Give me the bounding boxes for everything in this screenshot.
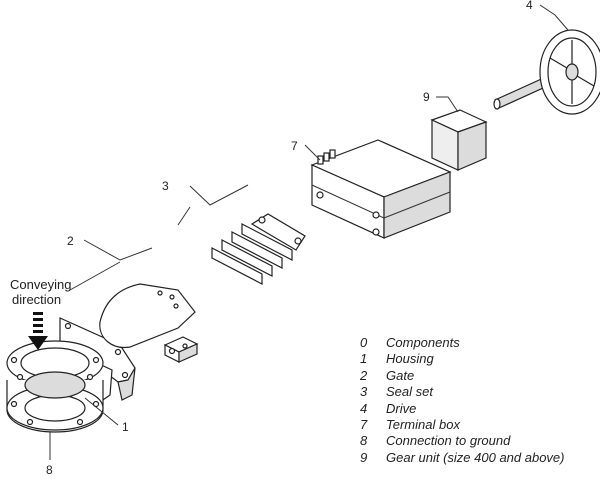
legend-item: 7 Terminal box <box>360 417 565 433</box>
legend-item: 9 Gear unit (size 400 and above) <box>360 450 565 466</box>
drive <box>493 29 600 115</box>
legend-item: 4 Drive <box>360 401 565 417</box>
legend-label: Seal set <box>386 384 433 400</box>
legend-label: Drive <box>386 400 417 416</box>
callout-8: 8 <box>46 463 53 477</box>
legend-item: 1 Housing <box>360 351 565 367</box>
callout-1: 1 <box>122 420 129 434</box>
legend-item: 8 Connection to ground <box>360 433 565 449</box>
seal-set <box>211 213 306 285</box>
legend-label: Components <box>386 335 460 350</box>
callout-7: 7 <box>291 139 298 153</box>
legend-label: Terminal box <box>386 416 460 432</box>
legend-num: 0 <box>360 335 368 350</box>
flow-label-line2: direction <box>12 292 61 307</box>
leader-lines <box>49 4 569 460</box>
legend-num: 3 <box>360 384 368 400</box>
flow-label-line1: Conveying <box>10 277 71 292</box>
housing <box>6 317 136 433</box>
ground-connection-block <box>163 336 199 363</box>
legend-label: Gate <box>386 367 415 383</box>
legend-label: Connection to ground <box>386 433 511 449</box>
legend-num: 2 <box>360 367 368 383</box>
gear-unit <box>430 109 488 171</box>
callout-4: 4 <box>526 0 533 12</box>
legend-label: Gear unit (size 400 and above) <box>386 449 565 465</box>
legend-num: 4 <box>360 400 368 416</box>
legend-item: 0 Components <box>360 335 565 351</box>
flow-direction-arrow <box>28 312 48 350</box>
legend-num: 8 <box>360 433 368 449</box>
legend-label: Housing <box>386 351 434 367</box>
legend: 0 Components 1 Housing 2 Gate 3 Seal set 4 Dr… <box>360 335 565 466</box>
callout-9: 9 <box>423 90 430 104</box>
callout-2: 2 <box>67 234 74 248</box>
callout-3: 3 <box>162 179 169 193</box>
legend-num: 7 <box>360 416 368 432</box>
legend-num: 9 <box>360 449 368 465</box>
terminal-box <box>310 139 452 239</box>
legend-item: 3 Seal set <box>360 384 565 400</box>
legend-item: 2 Gate <box>360 368 565 384</box>
gate <box>99 283 196 349</box>
legend-num: 1 <box>360 351 368 367</box>
